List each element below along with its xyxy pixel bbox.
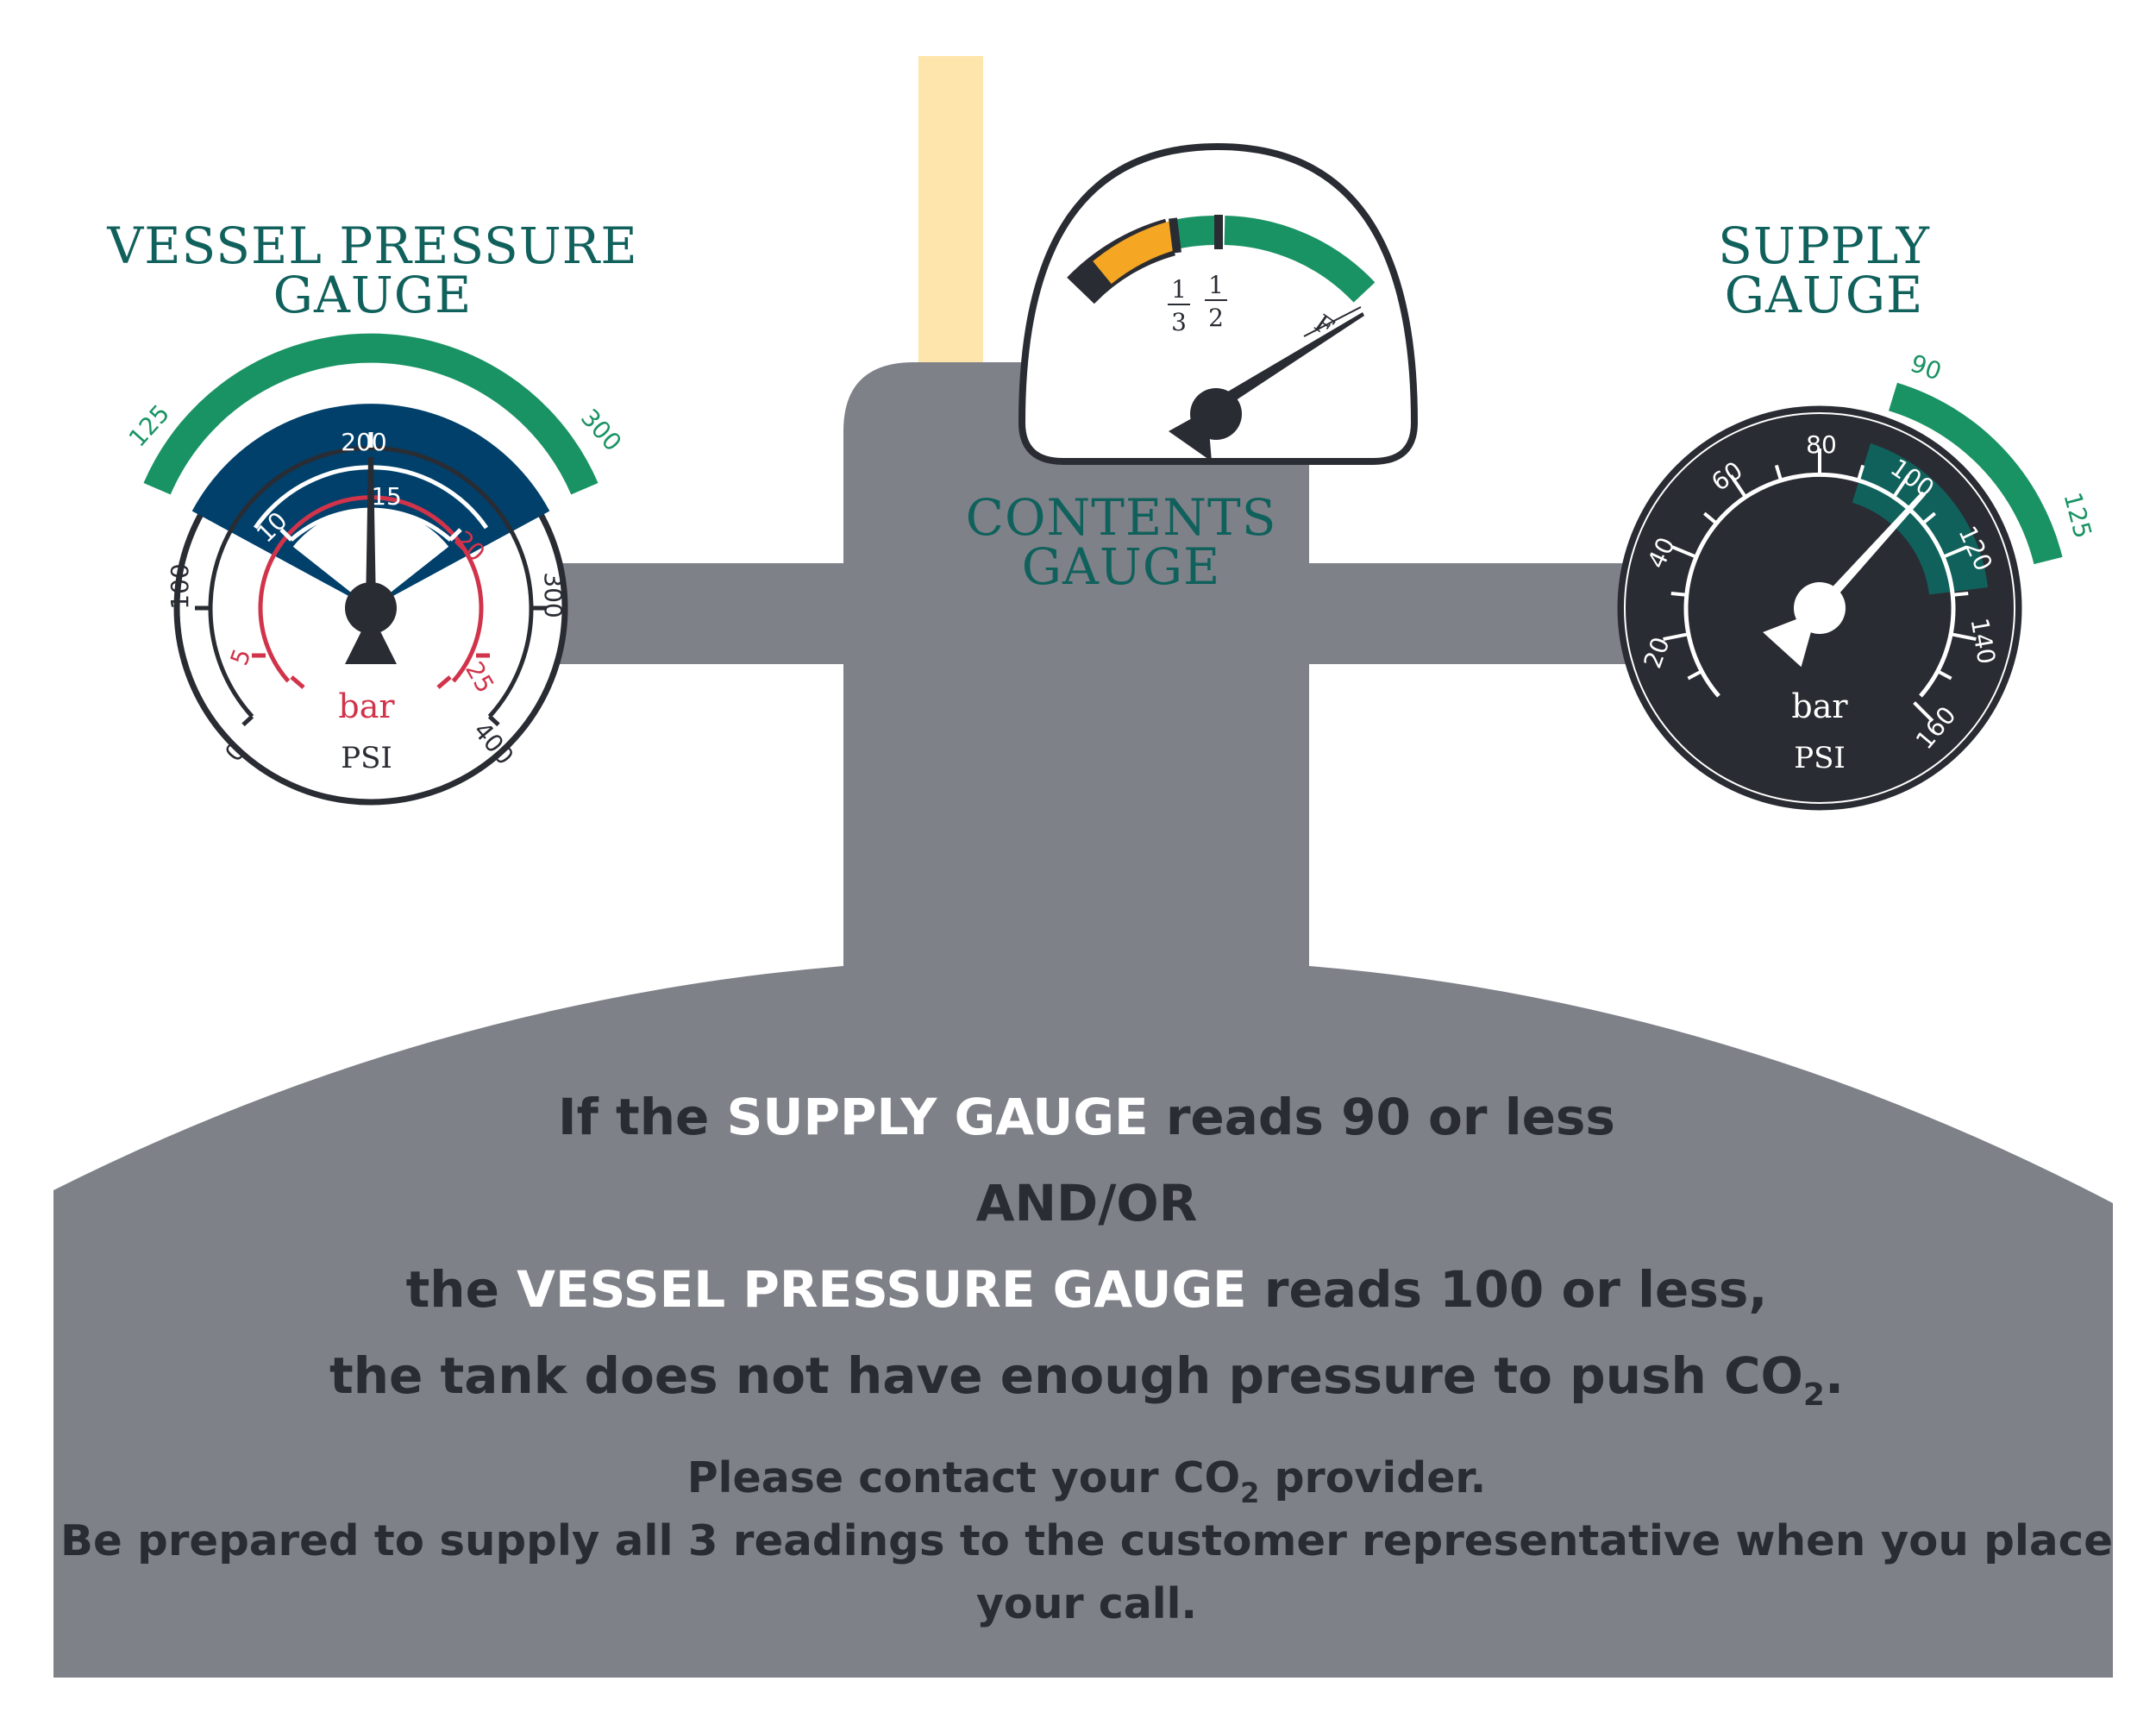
supply-tick-mark bbox=[1950, 632, 1977, 642]
vessel-gauge-title-line2: GAUGE bbox=[273, 266, 473, 324]
supply-tick-80: 80 bbox=[1806, 430, 1837, 459]
supply-tick-mark bbox=[1729, 474, 1747, 499]
tank-body bbox=[53, 56, 2113, 1678]
contents-gauge: 1 3 1 2 F CONTENTS GAUGE bbox=[966, 142, 1419, 596]
supply-tick-mark bbox=[1921, 511, 1936, 525]
message-line-4: the tank does not have enough pressure t… bbox=[329, 1346, 1844, 1413]
supply-gauge-title-line1: SUPPLY bbox=[1718, 216, 1930, 275]
vessel-gauge-highlight: VESSEL PRESSURE GAUGE bbox=[517, 1260, 1247, 1319]
vessel-green-range-arc bbox=[143, 333, 599, 495]
contents-fraction-half-den: 2 bbox=[1208, 304, 1224, 332]
vessel-gauge-title-line1: VESSEL PRESSURE bbox=[106, 216, 637, 275]
supply-tick-mark bbox=[1892, 474, 1910, 499]
tank-silhouette bbox=[53, 362, 2113, 1678]
message-line-3: the VESSEL PRESSURE GAUGE reads 100 or l… bbox=[406, 1260, 1768, 1319]
contents-gauge-housing bbox=[1018, 142, 1419, 465]
supply-range-high-label: 125 bbox=[2058, 489, 2097, 541]
vessel-psi-ticks bbox=[195, 605, 547, 727]
supply-scale-ticks bbox=[1663, 448, 1977, 723]
message-line-5: Please contact your CO2 provider. bbox=[687, 1453, 1486, 1509]
vessel-bar-ticks-red bbox=[252, 653, 490, 689]
vessel-unit-psi: PSI bbox=[341, 741, 392, 775]
contents-fraction-third-den: 3 bbox=[1171, 308, 1187, 336]
vessel-psi-tick-100: 100 bbox=[166, 563, 194, 609]
supply-tick-mark bbox=[1703, 511, 1718, 525]
supply-tick-mark bbox=[1952, 592, 1969, 597]
contents-fraction-half-num: 1 bbox=[1208, 271, 1224, 299]
contents-needle bbox=[1169, 312, 1364, 461]
instructions: If the SUPPLY GAUGE reads 90 or less AND… bbox=[60, 1088, 2113, 1628]
message-line-1: If the SUPPLY GAUGE reads 90 or less bbox=[558, 1088, 1615, 1146]
supply-tick-mark bbox=[1774, 464, 1783, 481]
contents-divider-1 bbox=[1169, 217, 1181, 254]
contents-scale-line bbox=[1303, 306, 1362, 337]
vessel-needle bbox=[345, 457, 397, 664]
contents-third-band bbox=[1093, 221, 1178, 285]
message-line-6: Be prepared to supply all 3 readings to … bbox=[60, 1516, 2113, 1565]
supply-tick-mark bbox=[1936, 669, 1952, 681]
supply-gauge-title-line2: GAUGE bbox=[1725, 266, 1924, 324]
supply-tick-mark bbox=[1670, 592, 1687, 597]
supply-tick-mark bbox=[1857, 464, 1865, 481]
supply-scale-arc bbox=[1683, 472, 1956, 698]
contents-half-band bbox=[1171, 216, 1216, 249]
vessel-range-high-label: 300 bbox=[575, 404, 627, 457]
vessel-psi-tick-200-label: 200 bbox=[341, 428, 386, 456]
supply-needle bbox=[1763, 491, 1927, 668]
supply-tick-mark bbox=[1913, 701, 1934, 723]
left-pipe bbox=[552, 563, 845, 664]
supply-pipe bbox=[918, 56, 983, 367]
supply-unit-psi: PSI bbox=[1794, 741, 1846, 775]
vessel-bar-tick-15: 15 bbox=[371, 482, 402, 511]
supply-gauge: SUPPLY GAUGE 90 125 20 40 60 80 100 120 … bbox=[1617, 216, 2097, 811]
supply-gauge-rim bbox=[1624, 412, 2015, 804]
supply-green-range-arc bbox=[1888, 382, 2063, 565]
contents-full-band bbox=[1224, 216, 1376, 303]
contents-fraction-third-num: 1 bbox=[1171, 275, 1187, 304]
vessel-pressure-gauge: VESSEL PRESSURE GAUGE 125 300 0 100 200 … bbox=[106, 216, 637, 806]
vessel-psi-tick-300: 300 bbox=[539, 572, 567, 618]
supply-unit-bar: bar bbox=[1791, 687, 1848, 725]
message-line-7: your call. bbox=[976, 1579, 1197, 1628]
message-line-2: AND/OR bbox=[976, 1174, 1198, 1233]
vessel-psi-scale bbox=[208, 446, 534, 718]
vessel-unit-bar: bar bbox=[338, 687, 395, 725]
supply-tick-mark bbox=[1671, 545, 1697, 559]
contents-gauge-title-line2: GAUGE bbox=[1022, 537, 1221, 596]
supply-gauge-highlight: SUPPLY GAUGE bbox=[727, 1088, 1149, 1146]
supply-tick-mark bbox=[1663, 632, 1689, 642]
right-pipe bbox=[1307, 563, 1626, 664]
supply-range-low-label: 90 bbox=[1907, 348, 1946, 386]
contents-gauge-title-line1: CONTENTS bbox=[966, 488, 1277, 547]
supply-tick-mark bbox=[1942, 545, 1968, 559]
supply-tick-mark bbox=[1687, 669, 1703, 681]
